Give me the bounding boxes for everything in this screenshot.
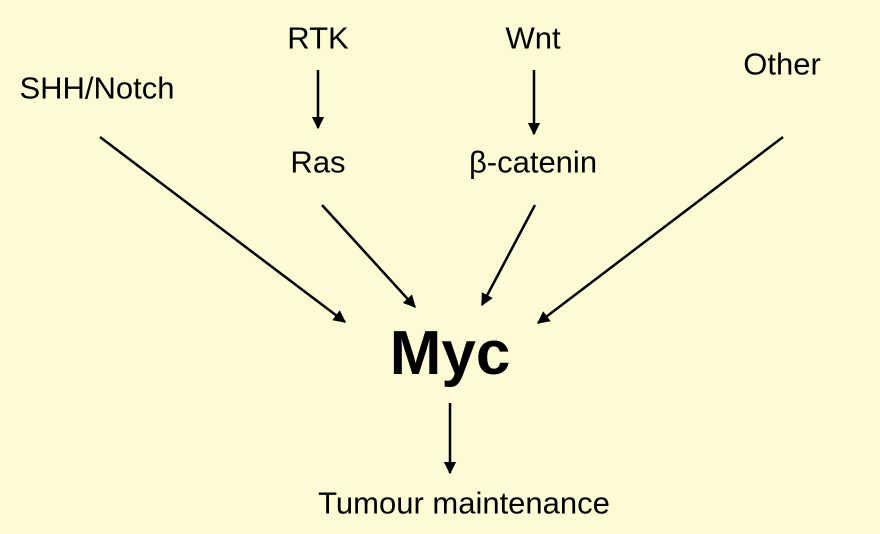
node-ras: Ras <box>290 144 346 180</box>
node-other: Other <box>743 46 821 82</box>
arrow-beta-catenin-to-myc <box>480 204 537 307</box>
node-shh-notch: SHH/Notch <box>19 70 175 106</box>
arrow-shh-notch-to-myc <box>99 136 346 323</box>
node-rtk: RTK <box>287 20 349 56</box>
node-wnt: Wnt <box>505 20 561 56</box>
node-beta-catenin: β-catenin <box>468 144 598 180</box>
arrow-other-to-myc <box>537 136 784 324</box>
arrow-ras-to-myc <box>321 204 416 308</box>
node-tumour-maintenance: Tumour maintenance <box>318 485 610 521</box>
node-myc: Myc <box>389 319 511 388</box>
